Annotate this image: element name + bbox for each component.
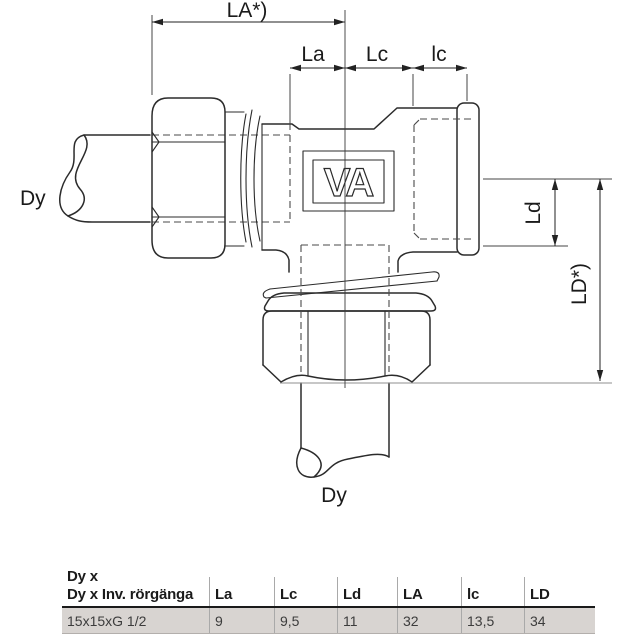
- table-cell-ld-cap: 34: [525, 608, 595, 633]
- table-header-dy: Dy x Dy x Inv. rörgänga: [62, 559, 210, 606]
- table-cell-lc-low-value: 13,5: [467, 612, 495, 629]
- dy-bottom-label: Dy: [321, 484, 347, 507]
- va-logo-text: VA: [324, 161, 374, 205]
- table-cell-size-value: 15x15xG 1/2: [67, 612, 147, 629]
- branch-collar: [263, 292, 437, 312]
- table-header-ld-label: Ld: [343, 586, 361, 603]
- bottom-compression-nut: [262, 310, 431, 383]
- la-star-label: LA*): [227, 0, 268, 22]
- dimension-la-star: LA*): [151, 0, 345, 95]
- left-pipe-hidden-lines: [152, 134, 291, 223]
- table-header-la: La: [210, 559, 275, 606]
- olive-rings: [224, 109, 261, 248]
- table-header-la-label: La: [215, 586, 233, 603]
- table-cell-size: 15x15xG 1/2: [62, 608, 210, 633]
- dimension-ld-star: LD*): [280, 179, 612, 384]
- table-cell-lc: 9,5: [275, 608, 338, 633]
- bottom-pipe: [296, 382, 390, 478]
- table-cell-la-value: 9: [215, 612, 223, 629]
- table-header-ld-cap-label: LD: [530, 586, 550, 603]
- table-cell-ld-value: 11: [343, 612, 358, 629]
- table-header-dy-line2: Dy x Inv. rörgänga: [67, 586, 194, 603]
- dimension-la-lc-lc: La Lc lc: [289, 43, 468, 130]
- fitting-body: [261, 102, 480, 273]
- table-cell-la-cap-value: 32: [403, 612, 419, 629]
- table-header-ld-cap: LD: [525, 559, 595, 606]
- table-cell-la: 9: [210, 608, 275, 633]
- table-cell-lc-value: 9,5: [280, 612, 300, 629]
- table-header-lc: Lc: [275, 559, 338, 606]
- ld-star-label: LD*): [568, 263, 591, 305]
- left-compression-nut: [151, 97, 226, 259]
- left-pipe: [59, 134, 151, 223]
- table-header-la-cap: LA: [398, 559, 462, 606]
- dy-left-label: Dy: [20, 187, 46, 210]
- la-label: La: [301, 43, 325, 66]
- table-row: 15x15xG 1/2 9 9,5 11 32 13,5 34: [62, 608, 595, 634]
- table-cell-la-cap: 32: [398, 608, 462, 633]
- table-header-lc-low: lc: [462, 559, 525, 606]
- branch-threads: [262, 271, 440, 299]
- table-header-ld: Ld: [338, 559, 398, 606]
- ld-label: Ld: [522, 201, 545, 224]
- dimension-table: Dy x Dy x Inv. rörgänga La Lc Ld LA lc L…: [62, 559, 595, 634]
- table-header-dy-line1: Dy x: [67, 568, 98, 585]
- table-cell-ld: 11: [338, 608, 398, 633]
- table-cell-lc-low: 13,5: [462, 608, 525, 633]
- table-header-row: Dy x Dy x Inv. rörgänga La Lc Ld LA lc L…: [62, 559, 595, 608]
- table-cell-ld-cap-value: 34: [530, 612, 546, 629]
- table-header-lc-label: Lc: [280, 586, 298, 603]
- lc-upper-label: Lc: [366, 43, 388, 66]
- dimension-ld: Ld: [483, 178, 612, 247]
- table-header-lc-low-label: lc: [467, 586, 480, 603]
- lc-lower-label: lc: [431, 43, 446, 66]
- va-logo: VA: [302, 150, 395, 212]
- table-header-la-cap-label: LA: [403, 586, 423, 603]
